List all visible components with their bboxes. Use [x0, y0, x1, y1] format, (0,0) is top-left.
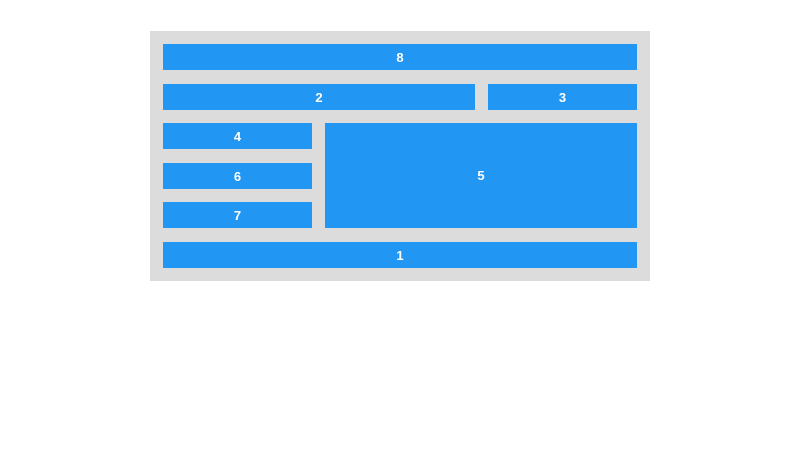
- box-3: 3: [488, 84, 637, 110]
- box-8: 8: [163, 44, 637, 70]
- grid-container: 8 2 3 4 5 6 7 1: [150, 31, 650, 281]
- box-1: 1: [163, 242, 637, 268]
- box-5: 5: [325, 123, 637, 228]
- box-6: 6: [163, 163, 312, 189]
- box-2: 2: [163, 84, 475, 110]
- box-7: 7: [163, 202, 312, 228]
- box-4: 4: [163, 123, 312, 149]
